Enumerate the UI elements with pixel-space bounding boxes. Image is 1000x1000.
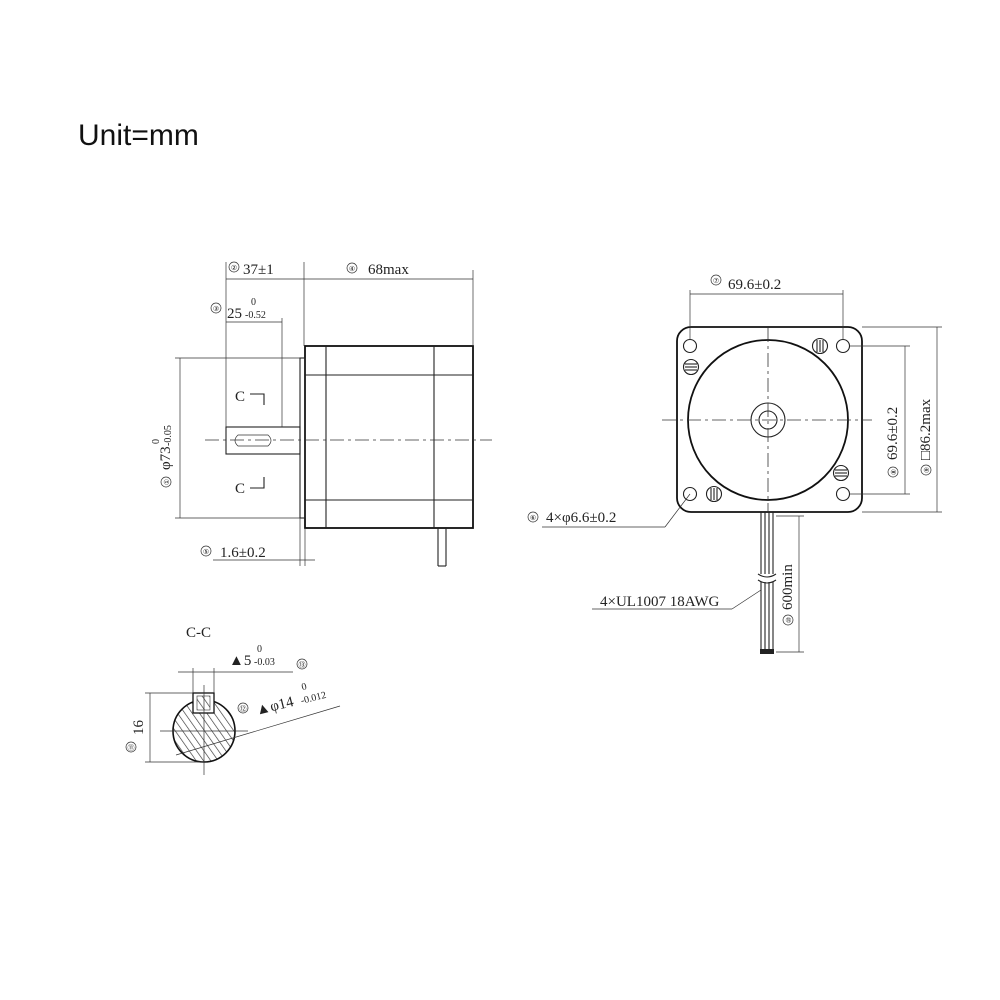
unit-title: Unit=mm bbox=[78, 119, 199, 152]
svg-text:⑫: ⑫ bbox=[240, 705, 247, 713]
section-marker-c-bottom: C bbox=[235, 481, 245, 497]
section-arrow-top bbox=[250, 393, 265, 405]
dim-body-length: 68max bbox=[368, 262, 409, 278]
shaft bbox=[225, 426, 301, 455]
screw-icon bbox=[682, 358, 700, 376]
mounting-hole-tr bbox=[835, 338, 851, 354]
section-view: C-C ▲5 0 -0.03 ⑬ ⑫ ▲φ14 0 -0.012 16 ⑪ bbox=[125, 625, 341, 775]
svg-text:0: 0 bbox=[251, 297, 256, 308]
dim-lead-length: 600min bbox=[780, 564, 796, 610]
svg-text:⑬: ⑬ bbox=[299, 661, 306, 669]
screw-icon bbox=[705, 485, 723, 503]
svg-text:⑪: ⑪ bbox=[128, 744, 135, 752]
mounting-hole-bl bbox=[682, 486, 698, 502]
dim-key-height: 16 bbox=[131, 720, 147, 736]
svg-text:0: 0 bbox=[151, 439, 162, 444]
svg-text:⑦: ⑦ bbox=[713, 277, 719, 285]
svg-text:③: ③ bbox=[213, 305, 219, 313]
section-arrow-bottom bbox=[250, 477, 265, 489]
dim-shaft-diameter: ▲φ14 bbox=[254, 694, 296, 719]
svg-text:0: 0 bbox=[257, 644, 262, 655]
svg-text:⑧: ⑧ bbox=[890, 469, 898, 475]
lead-wires bbox=[757, 512, 777, 654]
svg-text:②: ② bbox=[231, 264, 237, 272]
section-marker-c-top: C bbox=[235, 389, 245, 405]
svg-text:⑩: ⑩ bbox=[785, 617, 793, 623]
screw-icon bbox=[832, 464, 850, 482]
motor-body bbox=[304, 345, 474, 529]
svg-text:-0.05: -0.05 bbox=[163, 425, 174, 446]
flange-square bbox=[676, 326, 863, 513]
wire-label: 4×UL1007 18AWG bbox=[600, 594, 719, 610]
dim-key-width: ▲5 bbox=[229, 653, 251, 669]
dim-hole-spacing-vertical: 69.6±0.2 bbox=[885, 407, 901, 460]
svg-text:④: ④ bbox=[349, 265, 355, 273]
svg-text:⑥: ⑥ bbox=[530, 514, 536, 522]
dim-key-length: 25 bbox=[227, 306, 242, 322]
section-label: C-C bbox=[186, 625, 211, 641]
screw-icon bbox=[811, 337, 829, 355]
svg-text:0: 0 bbox=[300, 681, 308, 693]
shaft-keyway bbox=[234, 434, 272, 447]
dim-pilot-depth: 1.6±0.2 bbox=[220, 545, 266, 561]
svg-text:-0.52: -0.52 bbox=[245, 310, 266, 321]
svg-text:①: ① bbox=[163, 479, 171, 485]
side-view: C C ② 37±1 ④ 68max ③ 25 0 -0.52 ① φ73 bbox=[151, 261, 492, 567]
dim-mounting-holes: 4×φ6.6±0.2 bbox=[546, 510, 616, 526]
dim-flange-size: □86.2max bbox=[918, 398, 934, 460]
front-view: ⑦ 69.6±0.2 ⑧ 69.6±0.2 ⑨ □86.2max ⑥ 4×φ6.… bbox=[527, 274, 942, 654]
svg-text:⑤: ⑤ bbox=[203, 548, 209, 556]
mounting-hole-br bbox=[835, 486, 851, 502]
svg-text:⑨: ⑨ bbox=[923, 467, 931, 473]
dim-shaft-length: 37±1 bbox=[243, 262, 274, 278]
dim-pilot-diameter: φ73 bbox=[158, 446, 174, 470]
svg-text:-0.03: -0.03 bbox=[254, 657, 275, 668]
mounting-hole-tl bbox=[682, 338, 698, 354]
dim-hole-spacing-horizontal: 69.6±0.2 bbox=[728, 277, 781, 293]
